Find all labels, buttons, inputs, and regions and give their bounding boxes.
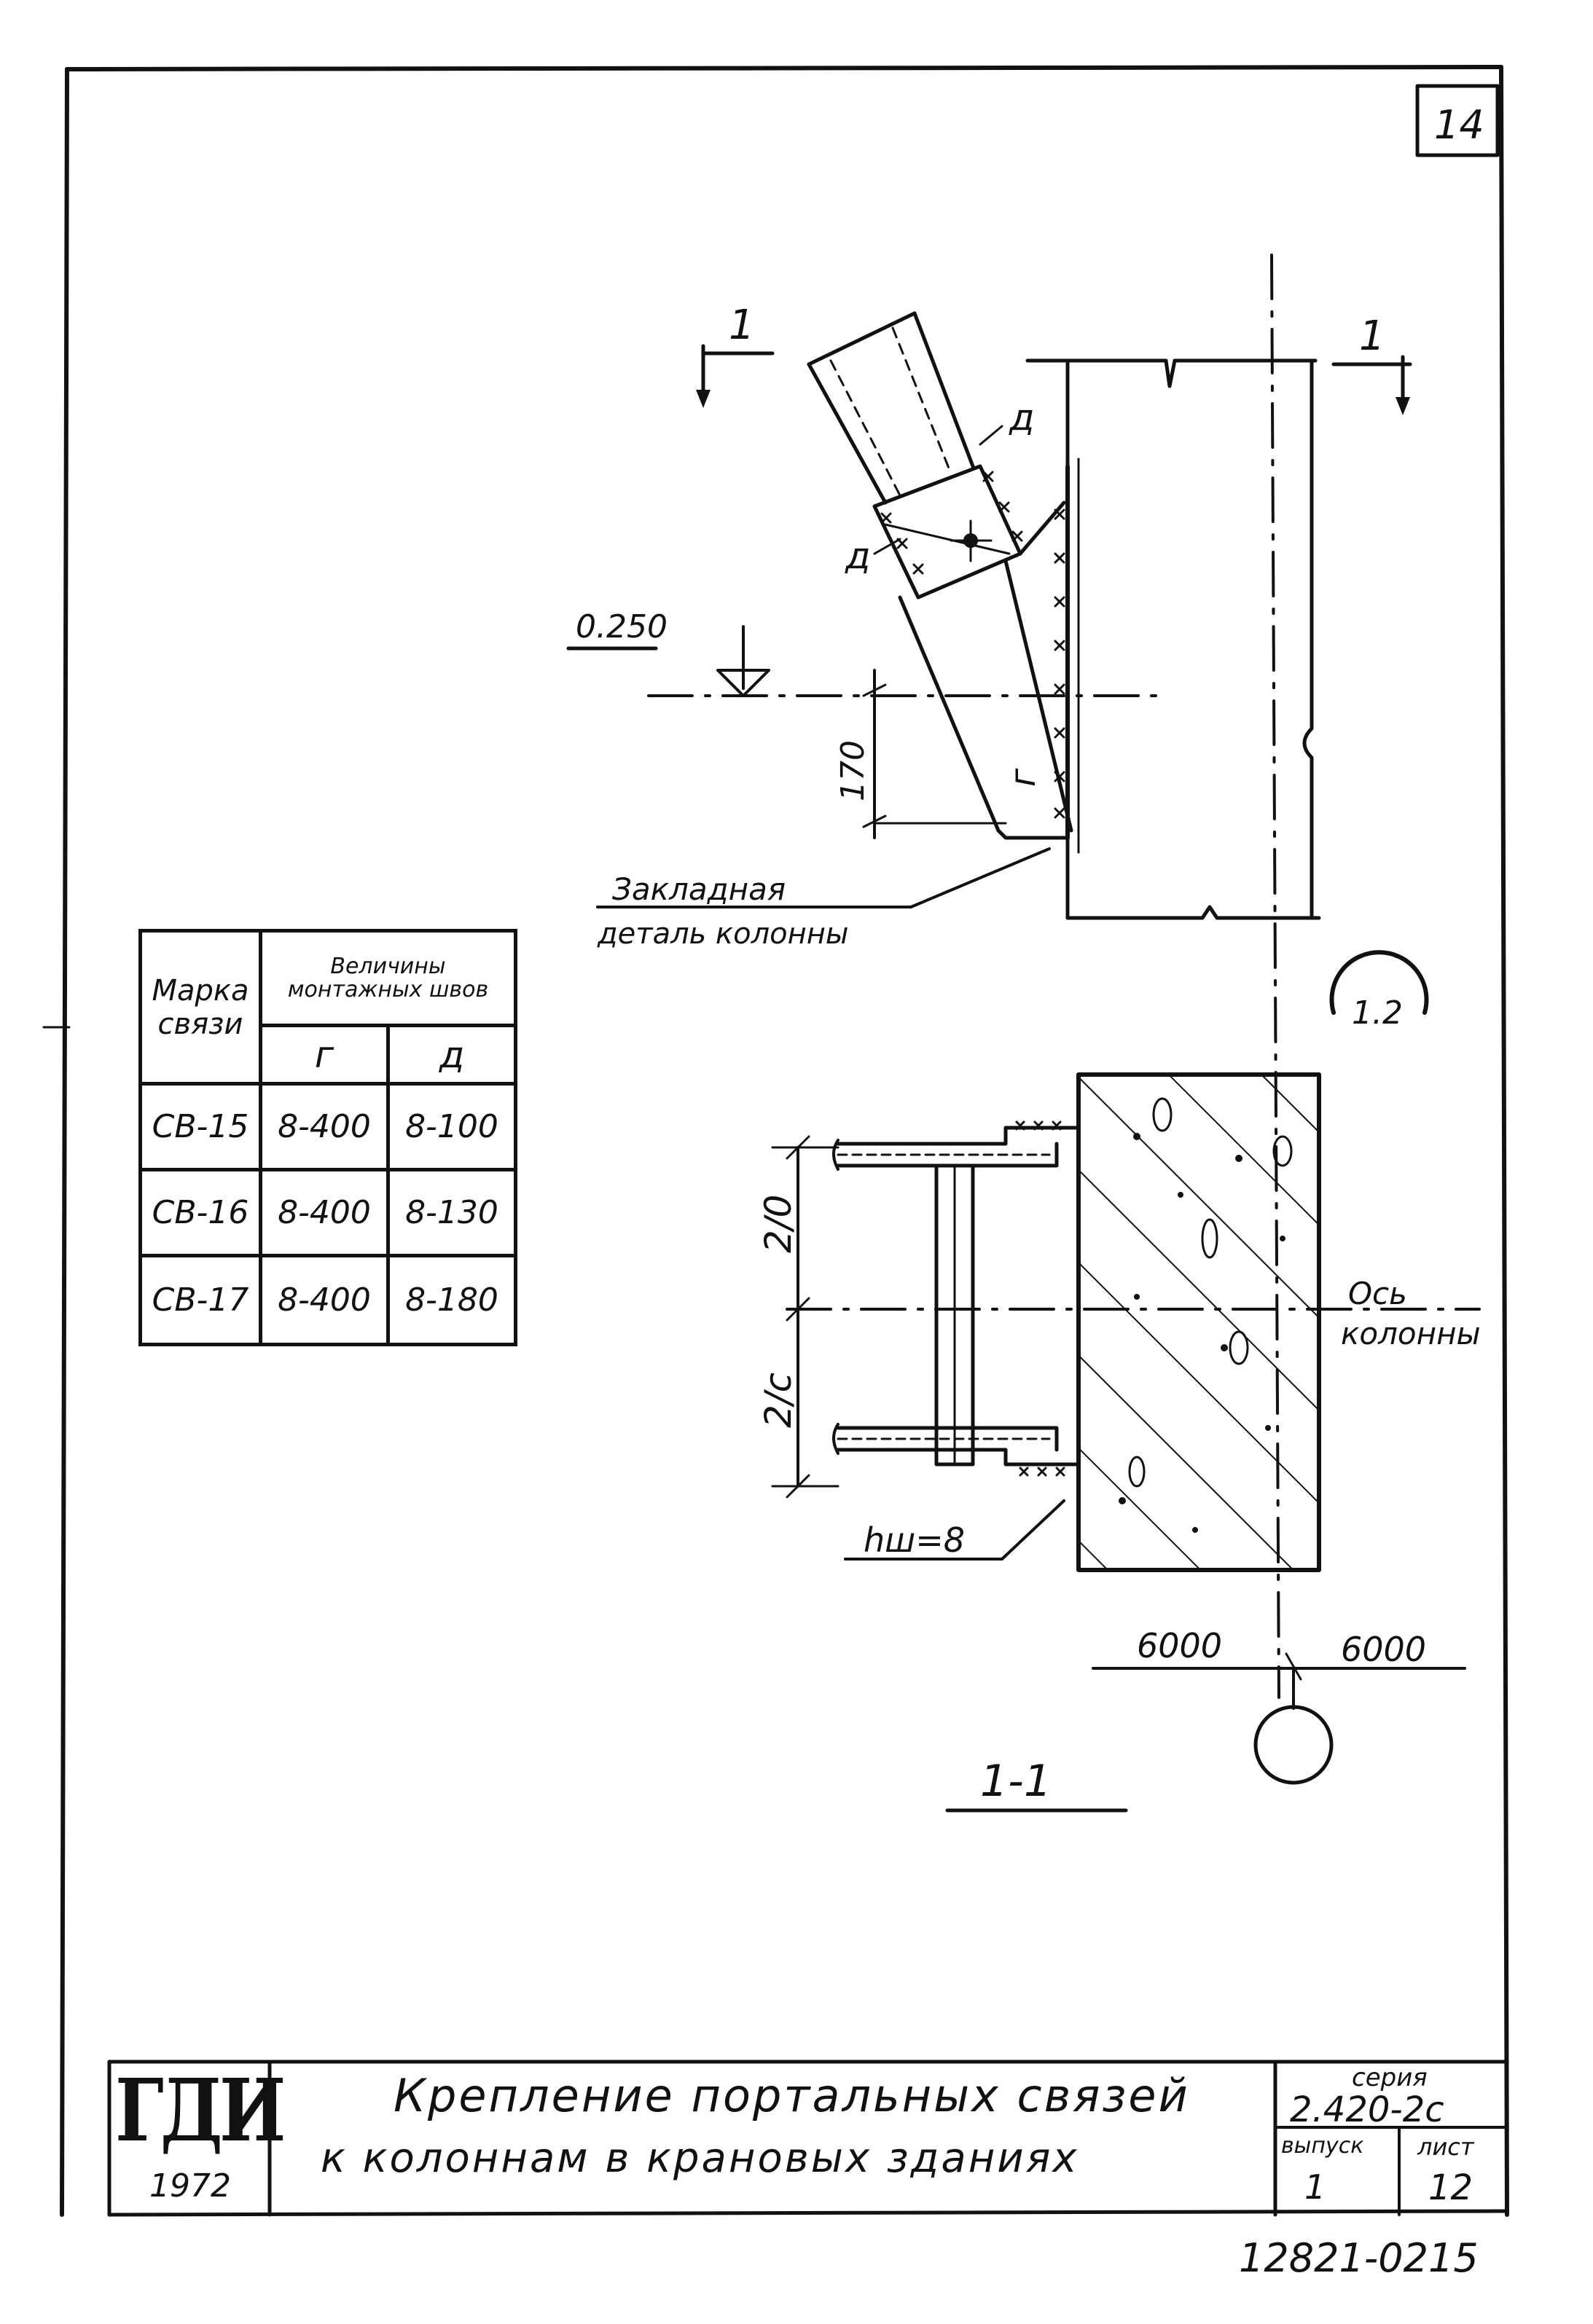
table-row-g: 8-400	[259, 1168, 390, 1257]
footer-code: 12821-02	[1239, 2235, 1428, 2281]
table-header-mark: Марка связи	[138, 929, 262, 1086]
sheet-number-box: 14	[1415, 84, 1500, 157]
stamp-year: 1972	[149, 2167, 231, 2205]
section-title: 1-1	[980, 1756, 1052, 1807]
table-row-mark: СВ-16	[138, 1168, 262, 1257]
axis-label-1: Ось	[1348, 1276, 1407, 1311]
dim-2-c-label: 2/c	[757, 1373, 799, 1428]
table-row-d: 8-130	[385, 1168, 518, 1257]
weld-g-label: г	[1003, 768, 1044, 787]
hw-label: hш=8	[864, 1520, 965, 1560]
table-row-d: 8-100	[385, 1082, 518, 1171]
section-marker-right: 1	[1359, 313, 1385, 360]
sheet-label: лист	[1417, 2133, 1474, 2161]
axis-label-2: колонны	[1341, 1316, 1481, 1351]
weld-size-table: Марка связи Величины монтажных швов г д …	[138, 929, 518, 1346]
table-row-mark: СВ-15	[138, 1082, 262, 1171]
issue-label: выпуск	[1281, 2133, 1364, 2159]
table-row-d: 8-180	[385, 1254, 518, 1346]
table-row-mark: СВ-17	[138, 1254, 262, 1346]
span-left-label: 6000	[1137, 1626, 1222, 1665]
drawing-title-line-1: Крепление портальных связей	[394, 2069, 1190, 2122]
detail-callout: 1.2	[1329, 950, 1429, 1032]
table-header-size: Величины монтажных швов	[259, 929, 517, 1027]
span-right-label: 6000	[1341, 1630, 1426, 1669]
issue-value: 1	[1304, 2167, 1326, 2207]
dim-170-label: 170	[834, 740, 872, 801]
lower-section: 2/0 2/c Ось колонны hш=8 6000 6000 1-1	[757, 1072, 1481, 1813]
footer-page: 15	[1428, 2235, 1479, 2281]
table-col-g: г	[259, 1024, 390, 1086]
embedded-part-label-1: Закладная	[612, 871, 786, 907]
series-label: серия	[1352, 2063, 1428, 2092]
embedded-part-label-2: деталь колонны	[597, 917, 849, 951]
dim-2-0-label: 2/0	[757, 1195, 799, 1253]
table-row-g: 8-400	[259, 1254, 390, 1346]
table-row-g: 8-400	[259, 1082, 390, 1171]
sheet-number: 14	[1434, 102, 1484, 148]
sheet-value: 12	[1428, 2167, 1473, 2208]
title-block-frame	[107, 2060, 1507, 2217]
section-marker-left: 1	[729, 302, 755, 349]
weld-d-lower-label: д	[845, 535, 871, 577]
series-value: 2.420-2с	[1290, 2089, 1444, 2130]
elevation-label: 0.250	[576, 608, 668, 645]
detail-callout-label: 1.2	[1352, 994, 1403, 1032]
drawing-title-line-2: к колоннам в крановых зданиях	[321, 2135, 1079, 2182]
weld-d-upper-label: д	[1009, 396, 1035, 439]
org-stamp: ГДИ	[115, 2060, 286, 2161]
table-col-d: д	[385, 1024, 518, 1086]
